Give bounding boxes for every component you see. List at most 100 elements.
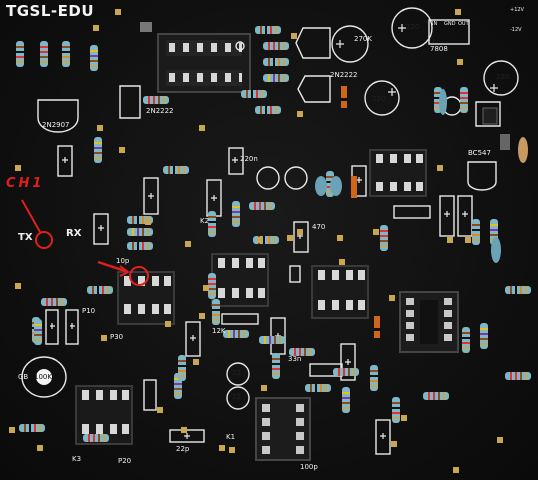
solder-pad [465,237,471,243]
solder-pad [15,283,21,289]
ch1-annotation: CH1 [6,176,45,191]
resistor [87,286,113,294]
p20-label: P20 [118,457,132,465]
r270k-label: 270K [354,35,372,43]
solder-pad [391,441,397,447]
capacitor-outlines [226,7,519,410]
ic-socket-right-large [399,291,459,353]
output-minus-label: -12V [510,27,522,33]
resistor [40,41,48,67]
c220c-label: 220 [496,73,510,81]
resistor [370,365,378,391]
c220a-label: 220 [406,23,420,31]
resistor [253,236,279,244]
solder-pad [257,237,263,243]
solder-pad [199,313,205,319]
resistor [34,319,42,345]
solder-pad [115,9,121,15]
solder-pad [37,445,43,451]
board-title: TGSL-EDU [6,2,95,20]
resistor [41,298,67,306]
resistor [380,225,388,251]
solder-pad [229,447,235,453]
solder-pad [157,407,163,413]
ic-socket-mid [211,253,269,307]
transistor-bodies [140,22,510,150]
solder-pad [219,445,225,451]
c22d-label: 22 [232,393,241,401]
c10p-label: 10p [116,257,130,265]
resistor [208,273,216,299]
resistor [127,228,153,236]
c100p-label: 100p [300,463,318,471]
annotation-marks [21,199,149,286]
resistor [423,392,449,400]
c220b-label: 220 [372,95,386,103]
solder-pad [93,25,99,31]
solder-pad [401,415,407,421]
q1-label: 2N2907 [42,121,70,129]
q2-label: 2N2222 [146,107,174,115]
resistor [19,424,45,432]
gb-label: GB [18,373,29,381]
c22b-label: 22 [290,181,299,189]
resistor [255,106,281,114]
resistor [460,87,468,113]
resistor [212,299,220,325]
resistor [94,137,102,163]
resistor [83,434,109,442]
solder-pad [287,235,293,241]
resistor [62,41,70,67]
resistor [127,242,153,250]
solder-pad [181,427,187,433]
resistor [208,211,216,237]
ic-socket-top [157,33,251,93]
ic-socket-mid-left [117,271,175,325]
resistor [263,42,289,50]
pot-label: 100K [34,373,52,381]
p30-label: P30 [110,333,124,341]
resistor [223,330,249,338]
k1-label: K1 [226,433,236,441]
solder-pad [199,125,205,131]
c22a-label: 22 [262,181,271,189]
q3-label: 2N2222 [330,71,358,79]
solder-pad [119,147,125,153]
regulator-label: 7808 [430,45,448,53]
component-outlines [21,19,473,455]
output-plus-label: +12V [510,7,524,13]
solder-pad [297,111,303,117]
solder-pad [15,165,21,171]
resistor [143,96,169,104]
k2-label: K2 [200,217,210,225]
solder-pad [453,467,459,473]
ic-socket-bottom [255,397,311,461]
resistor [462,327,470,353]
solder-pad [297,229,303,235]
ceramic-capacitors [315,89,528,263]
solder-pad [261,385,267,391]
solder-pad [373,229,379,235]
solder-pad [447,237,453,243]
resistor [342,387,350,413]
resistor [178,355,186,381]
ic-socket-mid-right [311,265,369,319]
c220n-label: 220n [240,155,258,163]
solder-pads [9,9,503,473]
potentiometer [36,369,52,385]
resistor [272,353,280,379]
solder-pad [457,59,463,65]
k3-label: K3 [72,455,82,463]
rx-label: RX [66,228,82,239]
resistor [255,26,281,34]
resistor [249,202,275,210]
solder-pad [97,125,103,131]
solder-pad [437,165,443,171]
resistors [16,26,531,442]
diodes [341,86,380,338]
solder-pad [145,219,151,225]
p10-label: P10 [82,307,96,315]
resistor [289,348,315,356]
